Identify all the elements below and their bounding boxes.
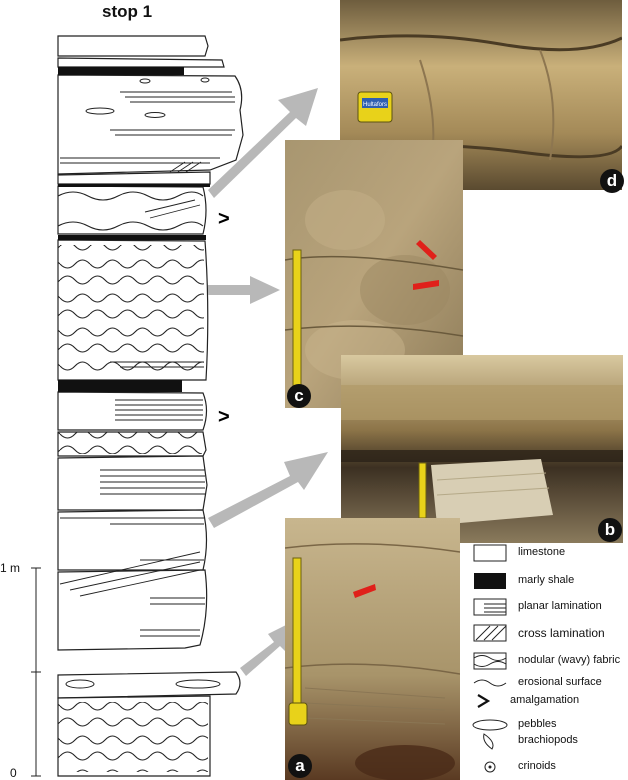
marly-shale-beds — [58, 67, 210, 392]
bed-amalgamated — [57, 185, 207, 235]
legend-label: limestone — [518, 546, 566, 558]
planar-lamination-symbol — [473, 598, 507, 616]
nodular-fabric-fill — [58, 245, 204, 377]
scale-bar — [31, 567, 41, 777]
erosional-surface-symbol — [473, 679, 507, 687]
amalgamation-symbol — [477, 694, 491, 708]
bed-pebbles — [57, 671, 241, 699]
bed-upper-large — [57, 74, 244, 175]
nodular-fabric-fill-2 — [58, 432, 202, 454]
arrow-to-photo-c — [208, 276, 280, 304]
bed-planar-3 — [57, 509, 208, 571]
figure-title: stop 1 — [102, 2, 153, 21]
brachiopods-symbol — [483, 733, 494, 750]
bed-top-thin — [57, 35, 209, 57]
bed-top-2 — [57, 57, 225, 68]
bed-planar-1 — [57, 391, 208, 431]
legend-label: amalgamation — [510, 694, 580, 706]
nodular-fabric-symbol — [473, 652, 507, 670]
marly-shale-symbol — [474, 573, 506, 589]
arrow-to-photo-b — [208, 452, 328, 528]
photo-arrows — [208, 88, 328, 676]
photo-b — [341, 355, 623, 543]
crinoids-symbol — [484, 761, 496, 773]
nodular-fabric-fill-3 — [58, 702, 208, 772]
scale-label-1m: 1 m — [0, 561, 21, 575]
tape-text: Hultafors — [363, 102, 387, 108]
planar-lamination-lines — [60, 91, 235, 637]
bed-cross-thick — [57, 569, 208, 651]
amalgamation-mark-upper: > — [218, 208, 230, 230]
cross-lamination-lines — [59, 161, 202, 597]
legend-label: planar lamination — [518, 600, 602, 612]
legend-label: pebbles — [518, 718, 557, 730]
legend-label: erosional surface — [518, 676, 602, 688]
photo-label-c: c — [287, 384, 311, 408]
legend-label: nodular (wavy) fabric — [518, 654, 621, 666]
legend-label: crinoids — [518, 760, 556, 772]
photo-a — [285, 518, 460, 780]
pebbles — [65, 77, 221, 689]
limestone-beds — [57, 35, 244, 777]
photo-label-d: d — [600, 169, 624, 193]
arrow-to-photo-d — [208, 88, 318, 198]
bed-planar-2 — [57, 455, 208, 511]
photo-label-a: a — [288, 754, 312, 778]
scale-label-0: 0 — [10, 766, 17, 780]
arrow-to-photo-a — [240, 620, 296, 676]
legend-label: brachiopods — [518, 734, 578, 746]
limestone-symbol — [473, 544, 507, 562]
legend-label: cross lamination — [518, 626, 605, 640]
amalgamation-mark-lower: > — [218, 406, 230, 428]
pebbles-symbol — [472, 719, 508, 731]
legend-label: marly shale — [518, 574, 575, 586]
cross-lamination-symbol — [473, 624, 507, 642]
photo-label-b: b — [598, 518, 622, 542]
